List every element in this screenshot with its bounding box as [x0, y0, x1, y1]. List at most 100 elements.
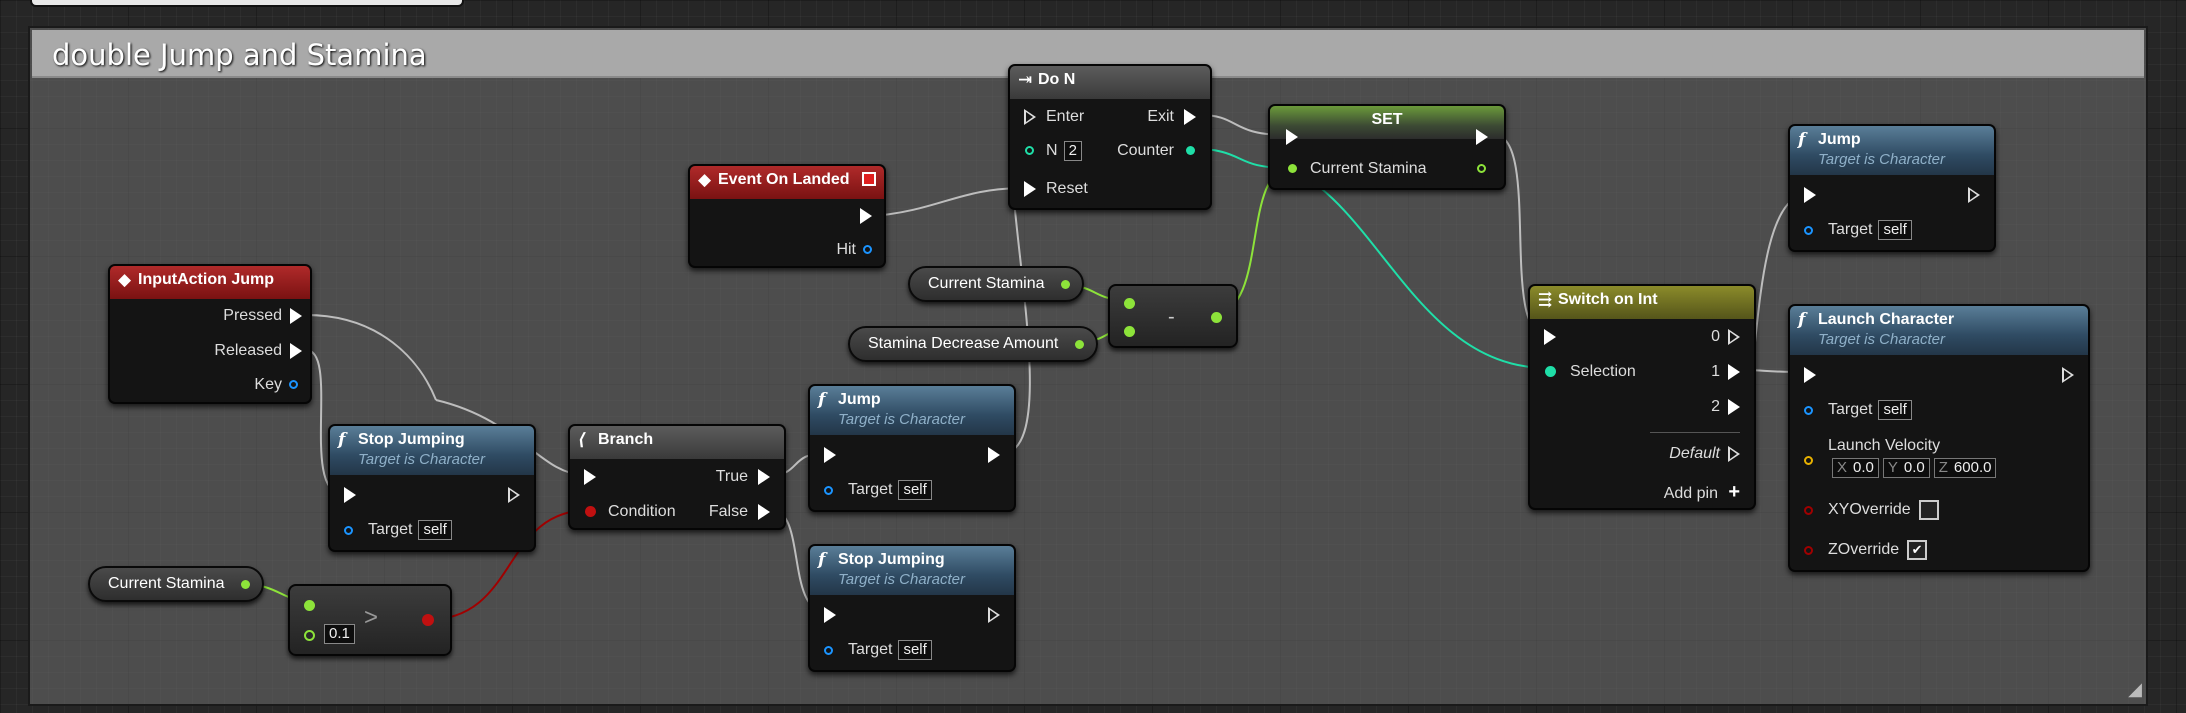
set-value-out-pin[interactable]: [1477, 164, 1486, 173]
counter-pin[interactable]: [1186, 146, 1195, 155]
target-self-field[interactable]: self: [898, 480, 932, 500]
branch-icon: ⟨: [578, 430, 586, 450]
node-title: Stop Jumping: [358, 431, 465, 448]
pin-label-xyoverride: XYOverride: [1828, 501, 1911, 519]
stamina-decrease-amount-getter[interactable]: Stamina Decrease Amount: [848, 326, 1098, 362]
node-title: Stop Jumping: [838, 551, 945, 568]
selection-pin[interactable]: [1545, 366, 1556, 377]
add-pin-button[interactable]: Add pin: [1663, 485, 1718, 502]
n-value-field[interactable]: 2: [1063, 141, 1082, 161]
landed-exec-pin[interactable]: [860, 208, 872, 224]
true-exec-pin[interactable]: [758, 469, 770, 485]
exec-in-pin[interactable]: [1804, 367, 1816, 383]
n-pin[interactable]: [1025, 146, 1034, 155]
exec-in-pin[interactable]: [344, 487, 356, 503]
subtract-node[interactable]: -: [1108, 284, 1238, 348]
exec-out-pin[interactable]: [2062, 367, 2074, 383]
false-exec-pin[interactable]: [758, 504, 770, 520]
current-stamina-out-pin[interactable]: [241, 580, 250, 589]
pressed-exec-pin[interactable]: [290, 308, 302, 324]
pin-label-zoverride: ZOverride: [1828, 541, 1900, 559]
function-icon: f: [338, 430, 346, 450]
switch-exec-in-pin[interactable]: [1544, 329, 1556, 345]
branch-exec-in-pin[interactable]: [584, 469, 596, 485]
exec-in-pin[interactable]: [824, 607, 836, 623]
set-value-in-pin[interactable]: [1288, 164, 1297, 173]
node-title: Branch: [598, 431, 654, 448]
current-stamina-getter-bottom[interactable]: Current Stamina: [88, 566, 264, 602]
exec-out-pin[interactable]: [988, 607, 1000, 623]
stamina-decrease-out-pin[interactable]: [1075, 340, 1084, 349]
pin-label-released: Released: [214, 342, 282, 359]
pin-label-selection: Selection: [1570, 363, 1636, 380]
launch-velocity-pin[interactable]: [1804, 456, 1813, 465]
target-self-field[interactable]: self: [418, 520, 452, 540]
xyoverride-checkbox[interactable]: [1918, 500, 1939, 520]
function-icon: f: [1798, 130, 1806, 150]
exit-exec-pin[interactable]: [1184, 109, 1196, 125]
subtract-a-pin[interactable]: [1124, 298, 1135, 309]
switch-on-int-node[interactable]: ⇶Switch on Int 0 Selection 1 2 Default A…: [1528, 284, 1756, 510]
greater-b-pin[interactable]: [304, 630, 315, 641]
pin-label-target: Target: [848, 641, 893, 658]
function-icon: f: [1798, 310, 1806, 330]
subtract-operator-label: -: [1168, 306, 1175, 328]
exec-in-pin[interactable]: [1804, 187, 1816, 203]
variable-label: Current Stamina: [928, 275, 1045, 292]
xyoverride-pin[interactable]: [1804, 506, 1813, 515]
pin-label-hit: Hit: [836, 241, 856, 258]
greater-a-pin[interactable]: [304, 600, 315, 611]
event-on-landed-node[interactable]: ◆Event On Landed Hit: [688, 164, 886, 268]
exec-out-pin[interactable]: [988, 447, 1000, 463]
current-stamina-getter-top[interactable]: Current Stamina: [908, 266, 1084, 302]
greater-than-node[interactable]: 0.1 >: [288, 584, 452, 656]
target-self-field[interactable]: self: [1878, 400, 1912, 420]
set-exec-in-pin[interactable]: [1286, 129, 1298, 145]
target-pin[interactable]: [1804, 226, 1813, 235]
enter-exec-pin[interactable]: [1024, 109, 1036, 125]
subtract-result-pin[interactable]: [1211, 312, 1222, 323]
released-exec-pin[interactable]: [290, 343, 302, 359]
target-pin[interactable]: [824, 486, 833, 495]
exec-out-pin[interactable]: [508, 487, 520, 503]
greater-result-pin[interactable]: [422, 614, 434, 626]
branch-node[interactable]: ⟨Branch True Condition False: [568, 424, 786, 530]
delegate-icon[interactable]: [862, 172, 876, 186]
target-pin[interactable]: [1804, 406, 1813, 415]
add-pin-icon[interactable]: +: [1728, 481, 1740, 503]
case-1-exec-pin[interactable]: [1728, 364, 1740, 380]
set-exec-out-pin[interactable]: [1476, 129, 1488, 145]
target-pin[interactable]: [824, 646, 833, 655]
set-node[interactable]: SET Current Stamina: [1268, 104, 1506, 190]
case-0-exec-pin[interactable]: [1728, 329, 1740, 345]
default-exec-pin[interactable]: [1728, 446, 1740, 462]
inputaction-jump-node[interactable]: ◆InputAction Jump Pressed Released Key: [108, 264, 312, 404]
target-pin[interactable]: [344, 526, 353, 535]
current-stamina-out-pin[interactable]: [1061, 280, 1070, 289]
reset-exec-pin[interactable]: [1024, 181, 1036, 197]
zoverride-pin[interactable]: [1804, 546, 1813, 555]
condition-pin[interactable]: [585, 506, 596, 517]
exec-in-pin[interactable]: [824, 447, 836, 463]
exec-out-pin[interactable]: [1968, 187, 1980, 203]
hit-pin[interactable]: [863, 245, 872, 254]
target-self-field[interactable]: self: [898, 640, 932, 660]
case-2-exec-pin[interactable]: [1728, 399, 1740, 415]
subtract-b-pin[interactable]: [1124, 326, 1135, 337]
greater-b-value-field[interactable]: 0.1: [324, 624, 355, 644]
target-self-field[interactable]: self: [1878, 220, 1912, 240]
resize-handle-icon[interactable]: ◢: [2128, 679, 2142, 699]
pin-label-counter: Counter: [1117, 142, 1174, 159]
key-pin[interactable]: [289, 380, 298, 389]
zoverride-checkbox[interactable]: ✔: [1907, 540, 1928, 560]
node-title: SET: [1371, 111, 1403, 128]
